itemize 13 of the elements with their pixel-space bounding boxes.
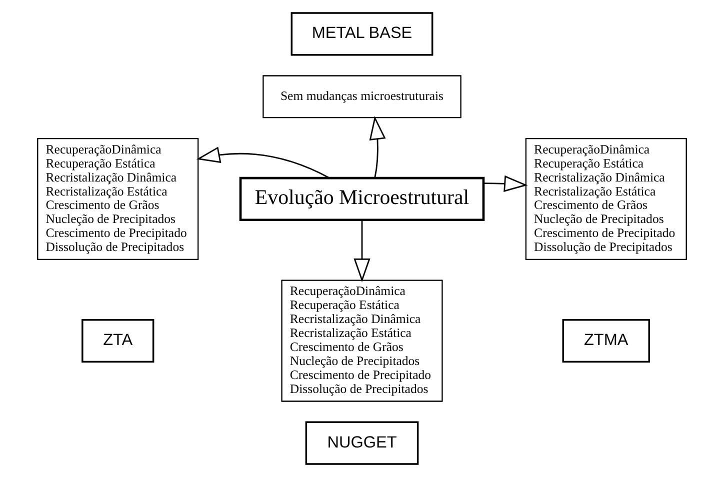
node-box: Evolução Microestrutural: [238, 176, 484, 222]
node-box: ZTMA: [562, 319, 650, 363]
node-box: METAL BASE: [290, 12, 433, 56]
node-box: ZTA: [81, 319, 154, 363]
node-box: RecuperaçãoDinâmica Recuperação Estática Recristalização Dinâmica Recristalização Estática Crescimento de Grãos Nucleção de Precipitados Crescimento de Precipitado Dissolução de Precipitados: [280, 280, 442, 402]
arrow: [483, 175, 528, 192]
node-box: RecuperaçãoDinâmica Recuperação Estática Recristalização Dinâmica Recristalização Estática Crescimento de Grãos Nucleção de Precipitados Crescimento de Precipitado Dissolução de Precipitados: [36, 138, 198, 260]
node-box: Sem mudanças microestruturais: [262, 75, 461, 118]
arrow: [196, 146, 330, 179]
node-box: NUGGET: [304, 421, 418, 465]
arrow: [353, 220, 370, 282]
arrow: [368, 116, 386, 178]
node-box: RecuperaçãoDinâmica Recuperação Estática Recristalização Dinâmica Recristalização Estática Crescimento de Grãos Nucleção de Precipitados Crescimento de Precipitado Dissolução de Precipitados: [524, 138, 686, 260]
